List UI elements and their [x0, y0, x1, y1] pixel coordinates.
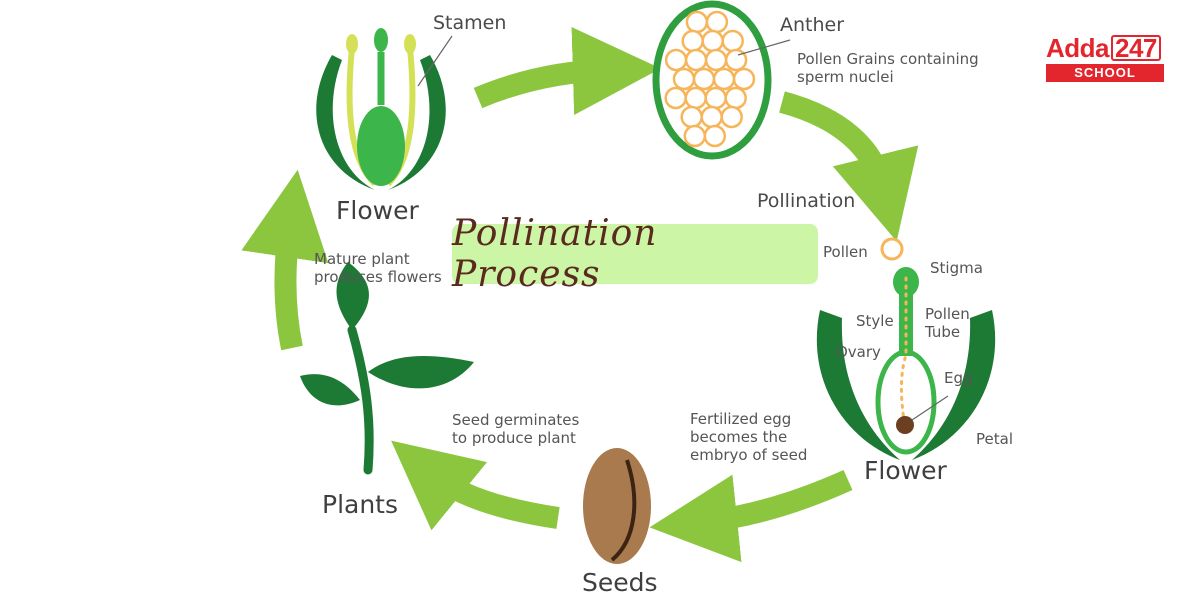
pollen-grain-circle: [685, 10, 709, 34]
fertilized-egg-label: Fertilized egg becomes the embryo of see…: [690, 410, 808, 464]
anther-left: [346, 34, 358, 54]
seed-body: [583, 448, 651, 564]
pollen-grain-circle: [704, 48, 728, 72]
leaf-left: [300, 374, 360, 406]
plants-label: Plants: [322, 490, 399, 519]
pollen-grain-circle: [721, 29, 744, 53]
anther-right: [404, 34, 416, 54]
pollen-grain-circle: [700, 105, 723, 129]
pollen-grain-circle: [732, 67, 756, 91]
pollen-grain-circle: [712, 67, 736, 91]
arrow-plants-to-flower: [241, 169, 329, 351]
pollen-grain-circle: [683, 124, 707, 148]
seed-illustration: [583, 448, 651, 564]
outer-petal-right: [388, 55, 446, 190]
plant-illustration: [300, 262, 474, 475]
logo-tagline: SCHOOL: [1046, 64, 1164, 82]
stigma-label: Stigma: [930, 259, 983, 277]
pollen-grain-circle: [672, 67, 696, 91]
style-shape: [899, 290, 913, 356]
pollen-grains: [664, 10, 756, 148]
arrow-flower-to-anther: [473, 27, 661, 116]
anther-pointer: [737, 39, 791, 56]
pollen-grain-circle: [680, 105, 703, 129]
pollen-grain-circle: [724, 86, 747, 110]
seed-groove: [610, 459, 637, 562]
anther-label: Anther: [780, 14, 845, 36]
petal-label: Petal: [976, 430, 1013, 448]
pistil-ovary: [357, 106, 405, 186]
stamen-label: Stamen: [433, 12, 507, 34]
plant-stem: [347, 325, 374, 475]
egg-cell: [896, 416, 914, 434]
arrow-flower-to-seeds: [649, 469, 853, 563]
pollen-grain-circle: [692, 67, 716, 91]
arrow-seeds-to-plants: [391, 440, 560, 531]
pollen-grain-circle: [681, 29, 704, 53]
flower-top-label: Flower: [336, 196, 419, 225]
stamen-pointer: [417, 35, 453, 87]
pollen-grain: [880, 237, 904, 261]
pollen-label: Pollen: [823, 243, 868, 261]
stigma-shape: [893, 267, 919, 297]
logo-number: 247: [1111, 35, 1161, 61]
pollination-label: Pollination: [757, 190, 856, 212]
pollen-grain-circle: [724, 48, 748, 72]
petal-right: [912, 310, 996, 460]
pollen-grain-circle: [720, 105, 743, 129]
petal-left: [816, 310, 900, 460]
arrow-anther-to-pollination: [779, 91, 919, 242]
anther-illustration: [652, 0, 791, 160]
seeds-label: Seeds: [582, 568, 658, 597]
pollen-grain-circle: [664, 48, 688, 72]
pollen-grain-circle: [684, 86, 707, 110]
egg-label: Egg: [944, 369, 973, 387]
pollen-grains-label: Pollen Grains containing sperm nuclei: [797, 50, 979, 86]
pistil-stigma: [374, 28, 388, 52]
flower-top-illustration: [316, 28, 453, 190]
pollen-grain-circle: [704, 86, 727, 110]
pollen-grain-circle: [703, 124, 727, 148]
leaf-top: [336, 262, 369, 330]
egg-pointer: [911, 395, 949, 421]
pollen-grain-circle: [705, 10, 729, 34]
flower-right-label: Flower: [864, 456, 947, 485]
ovary-label: Ovary: [836, 343, 881, 361]
leaf-right: [368, 356, 474, 389]
flower-section-illustration: [816, 237, 996, 460]
mature-plant-label: Mature plant produces flowers: [314, 250, 442, 286]
pollen-grain-circle: [684, 48, 708, 72]
pollen-grain-circle: [664, 86, 687, 110]
pollen-tube-label: Pollen Tube: [925, 305, 970, 341]
logo-brand: Adda: [1046, 33, 1110, 63]
outer-petal-left: [316, 55, 375, 190]
page-title: Pollination Process: [452, 213, 658, 295]
seed-germinates-label: Seed germinates to produce plant: [452, 411, 580, 447]
title-banner: Pollination Process: [452, 213, 818, 295]
pollen-grain-circle: [701, 29, 724, 53]
pollen-tube-path: [899, 276, 908, 422]
style-label: Style: [856, 312, 894, 330]
ovary-shape: [875, 349, 937, 455]
